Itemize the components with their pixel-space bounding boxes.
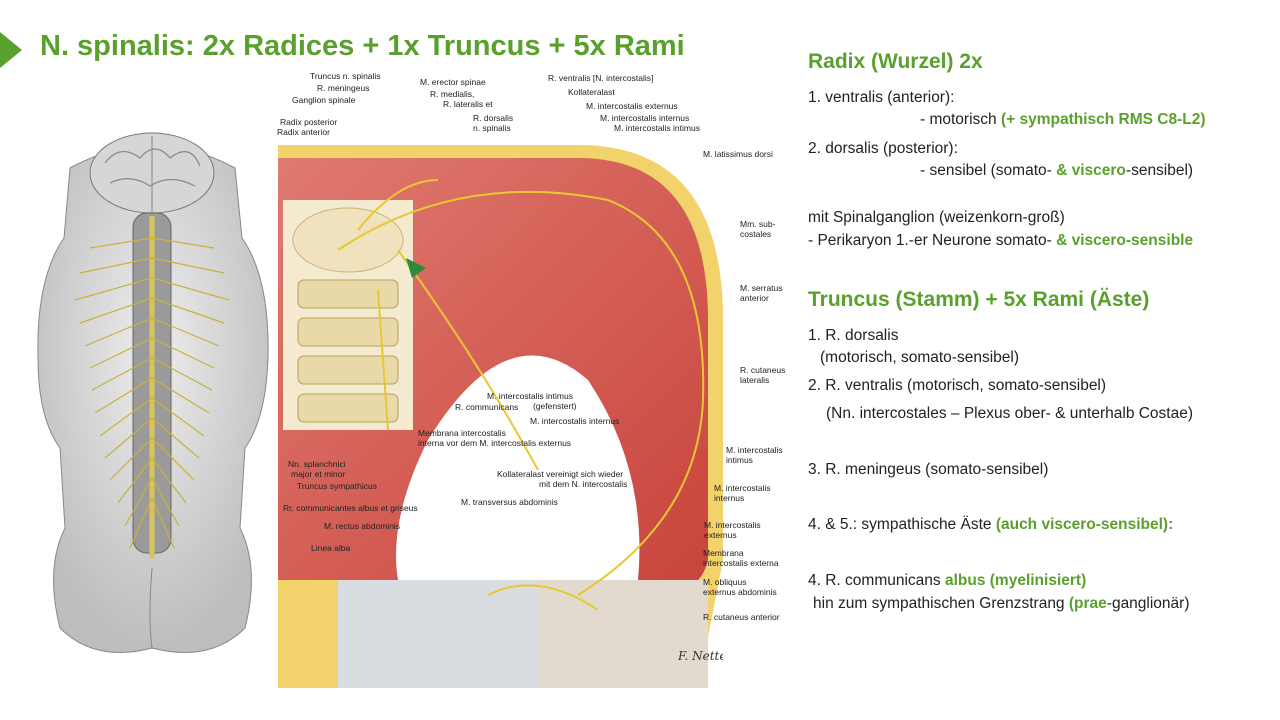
svg-text:F. Netter: F. Netter: [677, 649, 723, 663]
perikaryon-highlight: & viscero-sensible: [1056, 232, 1194, 249]
label-membrana-2: interna vor dem M. intercostalis externu…: [418, 438, 572, 448]
perikaryon-text: - Perikaryon 1.-er Neurone somato-: [808, 232, 1057, 249]
label-m-ic-internus-right-1: M. intercostalis: [714, 483, 771, 493]
label-m-ic-intimus-right-2: intimus: [726, 455, 753, 465]
label-kollateral-vereinigt-1: Kollateralast vereinigt sich wieder: [497, 469, 624, 479]
sensibel-highlight: & viscero: [1056, 162, 1126, 179]
label-truncus-n-spinalis: Truncus n. spinalis: [310, 71, 381, 81]
label-ganglion-spinale: Ganglion spinale: [292, 95, 356, 105]
grenzstrang-line: hin zum sympathischen Grenzstrang (prae-…: [808, 594, 1280, 614]
label-radix-posterior: Radix posterior: [280, 117, 338, 127]
sympathische-text: 4. & 5.: sympathische Äste: [808, 516, 996, 533]
label-m-obliquus-2: externus abdominis: [703, 587, 777, 597]
r-dorsalis-line: 1. R. dorsalis: [808, 327, 899, 344]
label-m-intercostalis-internus: M. intercostalis internus: [600, 113, 690, 123]
label-radix-anterior: Radix anterior: [277, 127, 330, 137]
label-rr-communicantes: Rr. communicantes albus et griseus: [283, 503, 418, 513]
r-meningeus-line: 3. R. meningeus (somato-sensibel): [808, 461, 1049, 478]
label-n-spinalis: n. spinalis: [473, 123, 511, 133]
slide-accent-triangle: [0, 32, 22, 68]
grenzstrang-text: hin zum sympathischen Grenzstrang: [813, 595, 1069, 612]
label-nn-splanchnici-2: major et minor: [291, 469, 346, 479]
label-linea-alba: Linea alba: [311, 543, 351, 553]
label-kollateralast: Kollateralast: [568, 87, 615, 97]
r-ventralis-line: 2. R. ventralis (motorisch, somato-sensi…: [808, 377, 1107, 394]
spinal-cord-illustration: [37, 132, 269, 653]
motorisch-line: - motorisch (+ sympathisch RMS C8-L2): [808, 110, 1280, 130]
label-m-ic-intimus-gefenstert-2: (gefenstert): [533, 401, 577, 411]
label-m-ic-externus-right-2: externus: [704, 530, 737, 540]
label-m-serratus-1: M. serratus: [740, 283, 783, 293]
grenzstrang-highlight: (prae: [1068, 595, 1107, 612]
label-mm-subcostales-2: costales: [740, 229, 772, 239]
label-nn-splanchnici-1: Nn. splanchnici: [288, 459, 346, 469]
label-r-medialis: R. medialis,: [430, 89, 475, 99]
label-r-ventralis: R. ventralis [N. intercostalis]: [548, 73, 654, 83]
sensibel-line: - sensibel (somato- & viscero-sensibel): [808, 161, 1280, 181]
label-m-serratus-2: anterior: [740, 293, 769, 303]
grenzstrang-suffix: -ganglionär): [1106, 595, 1190, 612]
label-m-ic-internus-mid: M. intercostalis internus: [530, 416, 620, 426]
communicans-line: 4. R. communicans albus (myelinisiert): [808, 571, 1278, 591]
label-r-cutaneus-anterior: R. cutaneus anterior: [703, 612, 780, 622]
label-r-lateralis: R. lateralis et: [443, 99, 493, 109]
label-r-cutaneus-lateralis-1: R. cutaneus: [740, 365, 786, 375]
sensibel-suffix: -sensibel): [1125, 162, 1194, 179]
label-m-ic-intimus-gefenstert-1: M. intercostalis intimus: [487, 391, 573, 401]
thoracic-wall-cross-section: F. Netter: [278, 145, 723, 688]
communicans-highlight: albus (myelinisiert): [944, 572, 1087, 589]
slide-title: N. spinalis: 2x Radices + 1x Truncus + 5…: [40, 30, 685, 62]
motorisch-highlight: (+ sympathisch RMS C8-L2): [1000, 111, 1206, 128]
label-r-communicans: R. communicans: [455, 402, 519, 412]
label-mm-subcostales-1: Mm. sub-: [740, 219, 776, 229]
dorsalis-line: 2. dorsalis (posterior):: [808, 140, 958, 157]
radix-heading: Radix (Wurzel) 2x: [808, 50, 983, 73]
label-r-dorsalis: R. dorsalis: [473, 113, 514, 123]
label-membrana-externa-2: intercostalis externa: [703, 558, 779, 568]
ventralis-line: 1. ventralis (anterior):: [808, 89, 955, 106]
r-ventralis-sub: (Nn. intercostales – Plexus ober- & unte…: [826, 405, 1194, 422]
label-r-meningeus: R. meningeus: [317, 83, 370, 93]
label-membrana-externa-1: Membrana: [703, 548, 744, 558]
label-m-transversus-abdominis: M. transversus abdominis: [461, 497, 558, 507]
motorisch-text: - motorisch: [920, 111, 1001, 128]
label-m-ic-externus-right-1: M. intercostalis: [704, 520, 761, 530]
label-m-erector-spinae: M. erector spinae: [420, 77, 486, 87]
label-kollateral-vereinigt-2: mit dem N. intercostalis: [539, 479, 628, 489]
label-membrana-1: Membrana intercostalis: [418, 428, 506, 438]
sensibel-text: - sensibel (somato-: [920, 162, 1057, 179]
sympathische-highlight: (auch viscero-sensibel):: [995, 516, 1174, 533]
label-m-ic-intimus-right-1: M. intercostalis: [726, 445, 783, 455]
label-m-rectus-abdominis: M. rectus abdominis: [324, 521, 401, 531]
communicans-text: 4. R. communicans: [808, 572, 945, 589]
label-r-cutaneus-lateralis-2: lateralis: [740, 375, 770, 385]
spinalganglion-line: mit Spinalganglion (weizenkorn-groß): [808, 209, 1065, 226]
label-m-intercostalis-externus: M. intercostalis externus: [586, 101, 678, 111]
label-m-ic-internus-right-2: internus: [714, 493, 745, 503]
r-dorsalis-sub: (motorisch, somato-sensibel): [820, 349, 1019, 366]
label-m-intercostalis-intimus: M. intercostalis intimus: [614, 123, 700, 133]
label-m-obliquus-1: M. obliquus: [703, 577, 747, 587]
sympathische-line: 4. & 5.: sympathische Äste (auch viscero…: [808, 515, 1278, 535]
perikaryon-line: - Perikaryon 1.-er Neurone somato- & vis…: [808, 231, 1278, 251]
truncus-heading: Truncus (Stamm) + 5x Rami (Äste): [808, 288, 1150, 311]
label-truncus-sympathicus: Truncus sympathicus: [297, 481, 377, 491]
label-m-latissimus-dorsi: M. latissimus dorsi: [703, 149, 773, 159]
